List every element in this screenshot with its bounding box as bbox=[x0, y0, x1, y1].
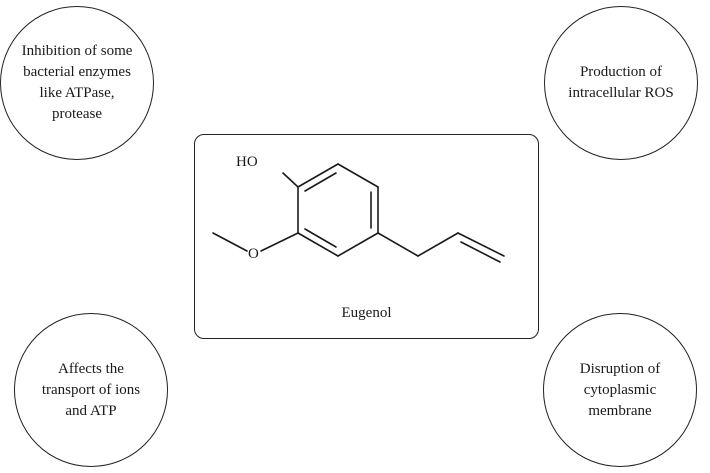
ring-double-bond bbox=[304, 228, 337, 248]
mechanism-line: cytoplasmic bbox=[583, 381, 657, 398]
mechanism-line: Disruption of bbox=[579, 360, 661, 377]
allyl-bond bbox=[457, 232, 505, 257]
mechanism-line: protease bbox=[52, 106, 102, 122]
mechanism-text: Inhibition of some bacterial enzymes lik… bbox=[22, 41, 133, 125]
allyl-bond bbox=[417, 232, 459, 257]
mechanism-text: Disruption of cytoplasmic membrane bbox=[580, 359, 660, 422]
ring-double-bond bbox=[304, 172, 337, 192]
ring-bond bbox=[297, 232, 339, 257]
mechanism-line: transport of ions bbox=[41, 381, 141, 398]
compound-name: Eugenol bbox=[341, 305, 392, 321]
ring-bond bbox=[337, 232, 379, 257]
mechanism-line: bacterial enzymes bbox=[23, 64, 131, 80]
mechanism-line: and ATP bbox=[65, 402, 117, 419]
mechanism-circle-membrane-disruption: Disruption of cytoplasmic membrane bbox=[543, 313, 697, 467]
mechanism-text: Production of intracellular ROS bbox=[568, 62, 673, 104]
mechanism-line: membrane bbox=[588, 402, 652, 419]
mechanism-circle-ion-transport: Affects the transport of ions and ATP bbox=[14, 313, 168, 467]
mechanism-line: like ATPase, bbox=[39, 85, 115, 101]
eugenol-structure-box: HO O Eugenol bbox=[194, 134, 539, 339]
mechanism-circle-enzyme-inhibition: Inhibition of some bacterial enzymes lik… bbox=[0, 6, 154, 160]
mechanism-circle-ros-production: Production of intracellular ROS bbox=[544, 6, 698, 160]
mechanism-line: intracellular ROS bbox=[568, 85, 674, 101]
mechanism-line: Inhibition of some bbox=[21, 43, 133, 59]
mechanism-line: Affects the bbox=[58, 360, 124, 377]
methoxy-bond bbox=[260, 232, 299, 252]
allyl-double-bond bbox=[460, 241, 501, 263]
mechanism-line: Production of bbox=[579, 64, 663, 80]
ring-bond bbox=[297, 163, 339, 188]
hydroxyl-label: HO bbox=[236, 154, 258, 170]
methoxy-oxygen-label: O bbox=[248, 246, 259, 262]
eugenol-structure bbox=[212, 163, 505, 263]
mechanism-text: Affects the transport of ions and ATP bbox=[42, 359, 140, 422]
methyl-bond bbox=[212, 232, 248, 252]
allyl-bond bbox=[377, 232, 419, 257]
hydroxyl-bond bbox=[282, 172, 299, 188]
ring-bond bbox=[337, 163, 379, 188]
